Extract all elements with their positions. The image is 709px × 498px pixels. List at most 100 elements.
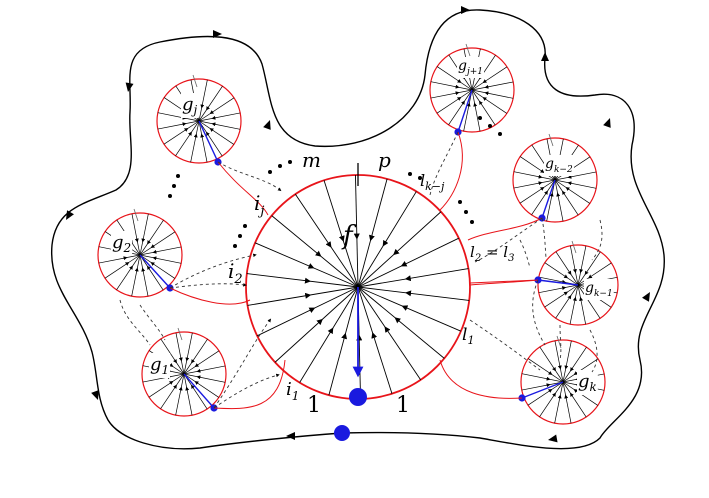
central-ray: [357, 286, 445, 359]
small-tick: [548, 133, 554, 147]
small-circle-label: gk: [578, 371, 597, 394]
small-circle-gj: gj: [156, 74, 242, 166]
small-ray: [198, 112, 241, 122]
small-blue-ray: [541, 179, 556, 219]
small-ray: [116, 254, 141, 291]
small-ray: [569, 245, 579, 286]
small-tick: [192, 74, 198, 88]
small-ray: [562, 346, 587, 383]
small-ray: [562, 381, 572, 424]
central-ray: [299, 286, 359, 383]
small-tick: [465, 43, 471, 57]
small-ray: [527, 381, 564, 406]
central-ray: [274, 286, 359, 363]
boundary-arrows: [66, 6, 651, 443]
small-ray: [131, 254, 141, 297]
central-ray: [271, 215, 359, 288]
small-ray: [104, 254, 141, 279]
small-ray: [577, 262, 612, 286]
small-ray: [554, 179, 591, 204]
boundary-marked-point: [334, 425, 350, 441]
small-circle-label: gk−2: [545, 156, 573, 175]
small-circle-outline: [520, 339, 606, 425]
small-ray: [198, 79, 208, 122]
small-ray: [160, 338, 185, 375]
label-p: p: [378, 148, 391, 172]
label-i1: i1: [286, 379, 299, 403]
small-ray: [183, 365, 226, 375]
central-ray: [247, 286, 359, 306]
small-ray: [531, 179, 556, 216]
small-ray: [513, 171, 556, 181]
small-ray: [471, 89, 508, 114]
small-circle-g1: g1: [141, 327, 227, 417]
central-ray: [357, 178, 388, 288]
outer-boundary: [51, 9, 665, 450]
small-ray: [519, 179, 556, 204]
label-m: m: [302, 148, 321, 172]
small-ray: [436, 66, 473, 91]
small-ray: [577, 284, 601, 319]
small-ray: [471, 89, 496, 126]
small-ray: [190, 120, 200, 163]
small-ray: [519, 156, 556, 181]
small-ray: [430, 89, 473, 99]
small-ray: [148, 373, 185, 398]
small-circle-outline: [537, 244, 619, 326]
small-ray: [183, 373, 193, 416]
small-tick: [556, 335, 562, 349]
label-i2: i2: [228, 259, 243, 287]
small-ray: [554, 179, 597, 189]
small-circle-outline: [97, 212, 183, 298]
central-ray: [328, 286, 359, 396]
small-ray: [554, 340, 564, 383]
small-ray: [139, 254, 149, 297]
central-ray: [294, 193, 359, 288]
small-ray: [577, 245, 587, 286]
small-ray: [538, 284, 579, 294]
small-circle-outline: [141, 331, 227, 417]
small-ray: [139, 246, 182, 256]
small-circle-label: gj+1: [458, 58, 483, 77]
small-ray: [539, 381, 564, 418]
small-circle-label: gj: [182, 94, 198, 117]
small-ray: [448, 89, 473, 126]
small-ray: [183, 373, 220, 398]
small-ray: [183, 332, 193, 375]
small-ray: [142, 373, 185, 383]
small-circle-label: gk−1: [585, 280, 613, 299]
central-ray: [357, 286, 462, 332]
small-ray: [554, 171, 597, 181]
small-ray: [198, 120, 223, 157]
small-ray: [546, 179, 556, 222]
small-circle-label: g2: [112, 232, 131, 255]
ellipsis-dots: [168, 116, 502, 248]
small-ray: [183, 373, 208, 410]
small-blue-ray: [183, 373, 215, 409]
small-circle-gj1: gj+1: [429, 43, 515, 136]
small-ray: [139, 254, 176, 279]
small-ray: [198, 97, 235, 122]
small-ray: [183, 373, 226, 383]
small-tick: [571, 240, 577, 254]
small-circles: gj g2 g1 gj+1 gk−2 gk−1 gk: [97, 43, 619, 425]
small-blue-ray: [457, 89, 473, 133]
small-ray: [139, 254, 182, 264]
small-ray: [160, 373, 185, 410]
small-ray: [539, 346, 564, 383]
small-ray: [430, 81, 473, 91]
edge-labels: m p ij i2 i1 lk−j l2 = l3 l1: [228, 148, 514, 403]
small-ray: [175, 373, 185, 416]
label-l2l3: l2 = l3: [470, 243, 514, 264]
small-ray: [436, 89, 473, 114]
dashed-connectors: [119, 131, 603, 409]
small-ray: [577, 251, 601, 286]
small-ray: [175, 332, 185, 375]
small-tick: [133, 208, 139, 222]
small-circle-gk: gk: [518, 335, 606, 425]
small-ray: [554, 179, 564, 222]
small-ray: [521, 373, 564, 383]
central-ray: [357, 286, 393, 394]
central-ray: [246, 273, 359, 288]
small-ray: [139, 231, 176, 256]
